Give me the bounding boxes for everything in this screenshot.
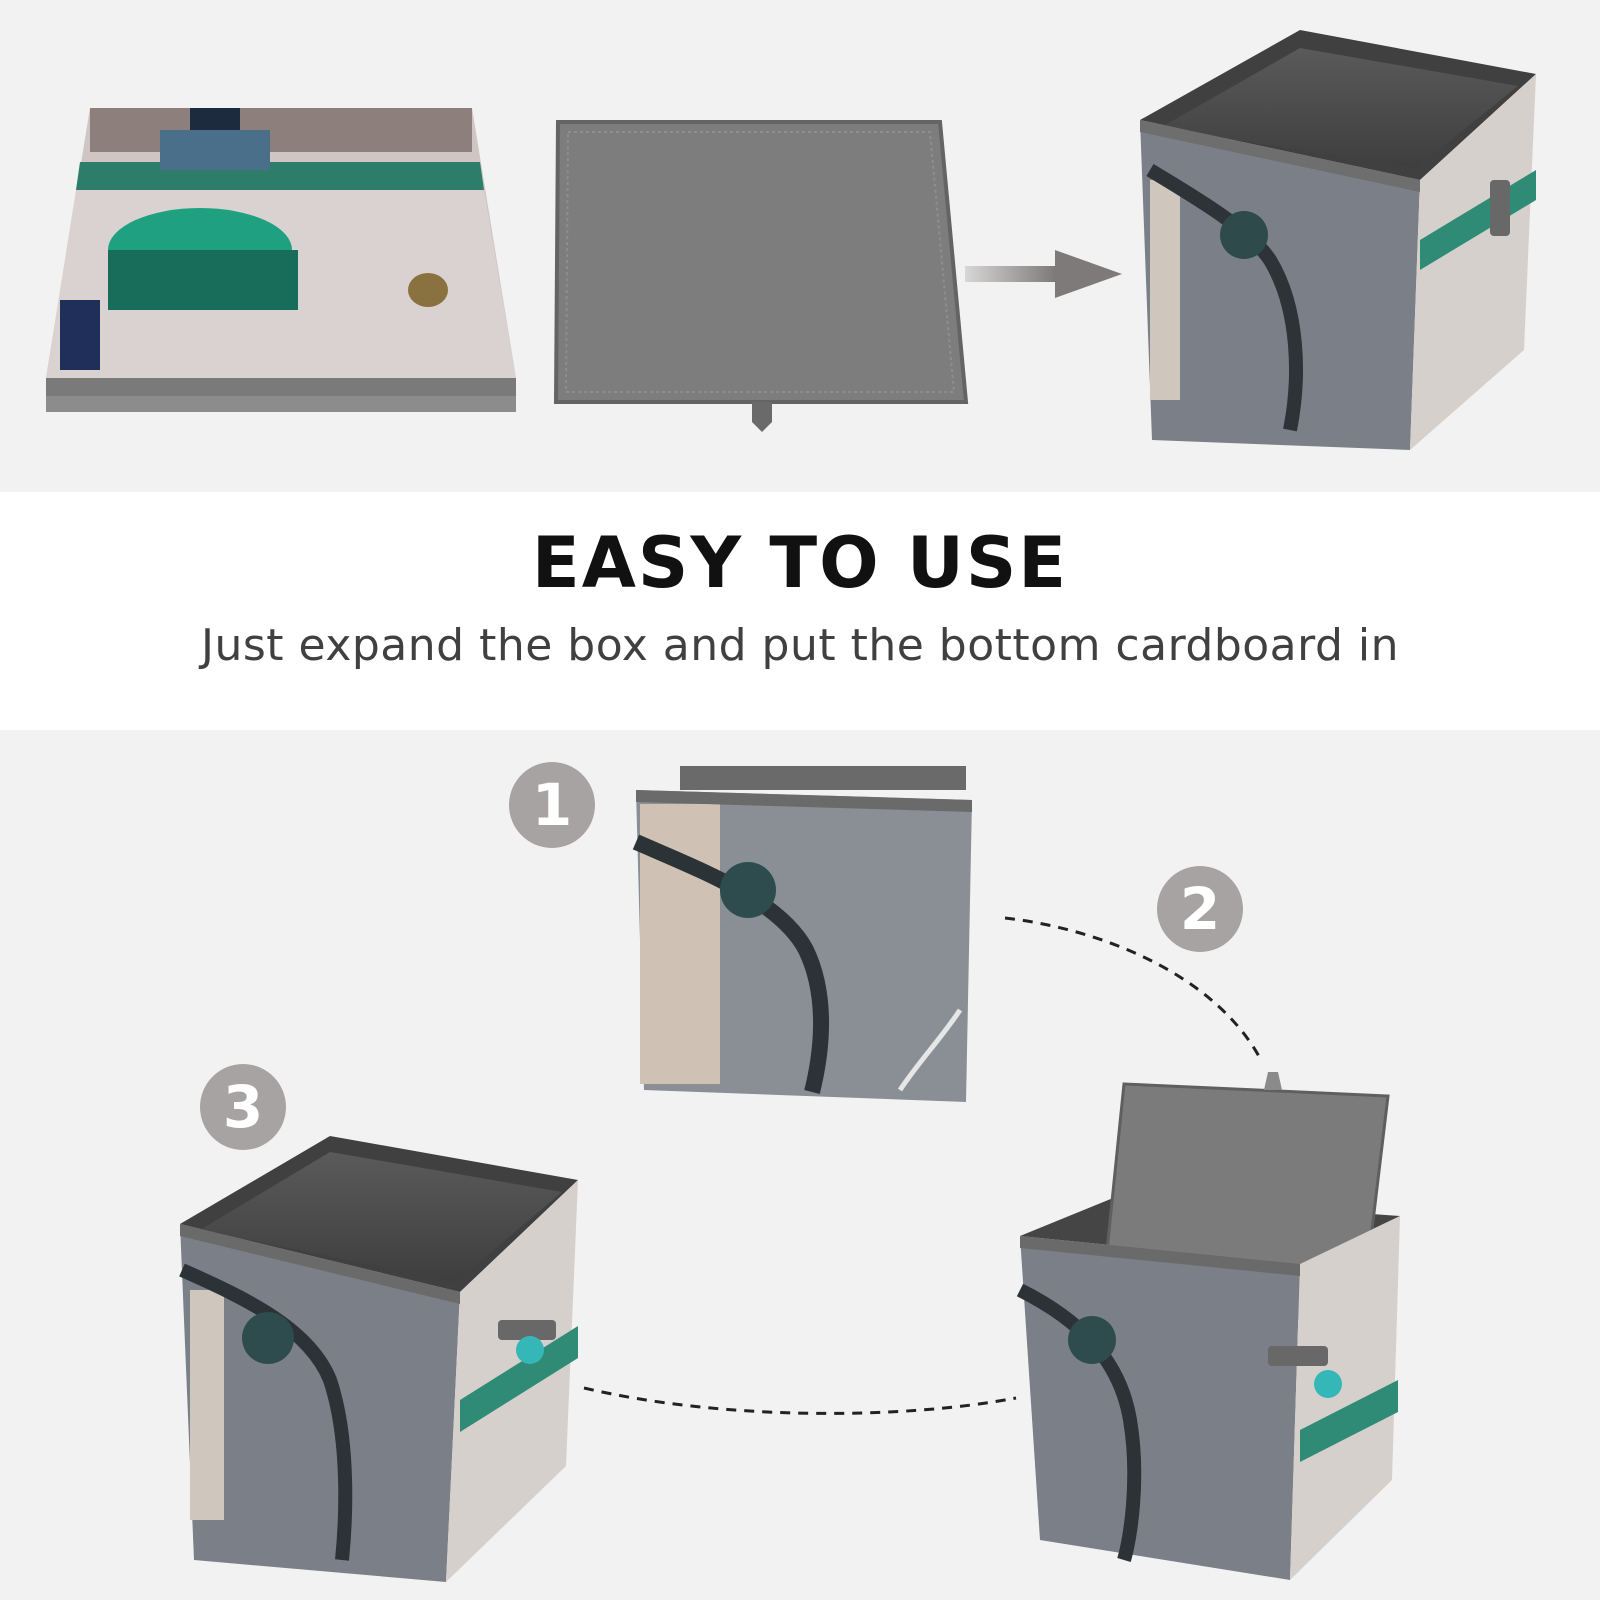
step-3-illustration — [179, 1136, 578, 1582]
assembled-box-illustration — [1140, 30, 1536, 450]
folded-box-illustration — [46, 108, 516, 412]
title-band — [0, 492, 1600, 730]
step-1-badge: 1 — [509, 762, 595, 848]
step-1-illustration — [632, 766, 972, 1102]
page-subtitle: Just expand the box and put the bottom c… — [201, 620, 1399, 671]
step-2-badge: 2 — [1157, 866, 1243, 952]
step-3-badge: 3 — [200, 1064, 286, 1150]
bottom-cardboard-illustration — [553, 120, 969, 432]
right-arrow-icon — [965, 250, 1122, 298]
step-2-illustration — [1016, 1072, 1400, 1580]
dashed-connector-3-2 — [583, 1386, 1017, 1415]
page-title: EASY TO USE — [531, 522, 1069, 604]
dashed-connector-1-2 — [1004, 916, 1264, 1063]
